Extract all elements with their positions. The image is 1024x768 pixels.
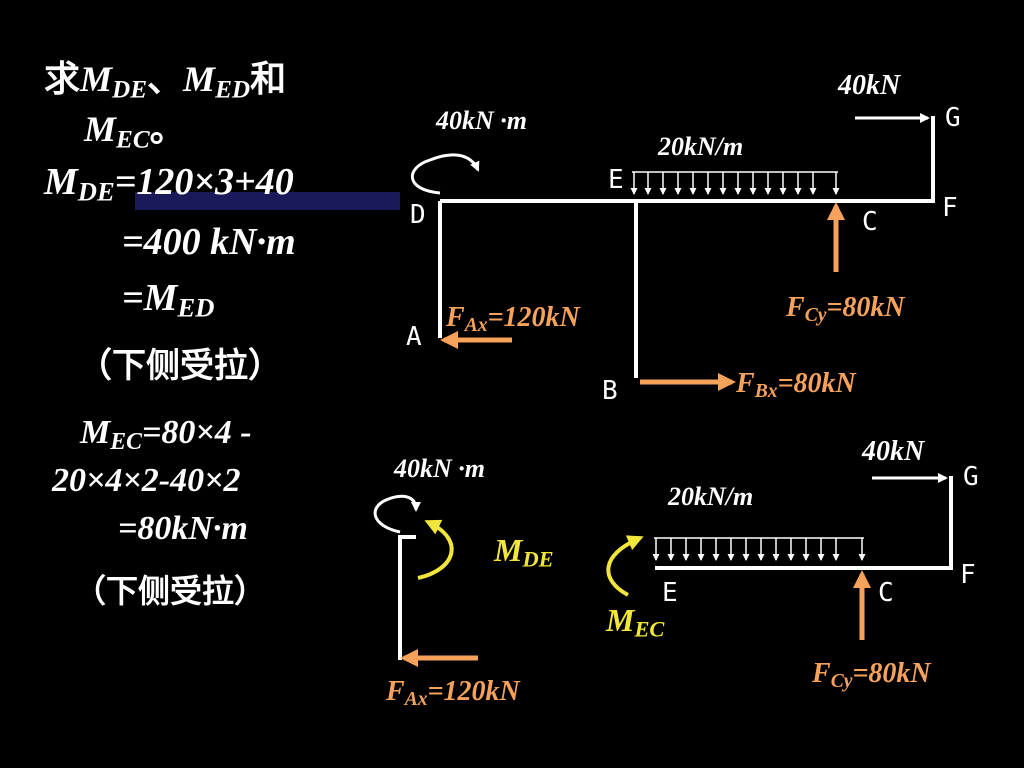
bottom-node-label-e: E: [662, 578, 678, 608]
node-label-g: G: [945, 103, 961, 133]
node-label-d: D: [410, 200, 426, 230]
top-force-g-label: 40kN: [838, 70, 901, 101]
question-line-1: 求MDE、MED和: [44, 59, 287, 104]
node-label-c: C: [862, 207, 878, 237]
bottom-force-g-label: 40kN: [862, 436, 925, 467]
top-frame: [438, 116, 935, 378]
question-line-2: MEC。: [84, 109, 186, 154]
mec-moment-arrow: [606, 535, 644, 597]
equation-mec-result: =80kN·m: [118, 510, 248, 547]
bottom-distributed-load: [652, 537, 866, 561]
top-dist-load-label: 20kN/m: [658, 132, 744, 161]
bottom-node-label-f: F: [960, 560, 976, 590]
top-fbx-label: FBx=80kN: [736, 368, 856, 402]
equation-mde: MDE=120×3+40: [44, 161, 294, 207]
bottom-left-fax-label: FAx=120kN: [386, 676, 520, 710]
bottom-node-label-c: C: [878, 578, 894, 608]
top-fcy-label: FCy=80kN: [786, 292, 905, 326]
node-label-e: E: [608, 165, 624, 195]
node-label-b: B: [602, 376, 618, 406]
bottom-node-label-g: G: [963, 462, 979, 492]
equation-mec: MEC=80×4 -: [80, 414, 252, 455]
equation-mec-terms: 20×4×2-40×2: [52, 462, 241, 499]
tension-note-2: （下侧受拉）: [74, 572, 267, 610]
top-distributed-load: [630, 171, 840, 195]
bottom-moment-label: 40kN ·m: [394, 454, 485, 483]
bottom-left-member: [398, 535, 416, 660]
mde-moment-arrow: [417, 519, 454, 580]
equation-mde-result: =400 kN·m: [122, 221, 296, 263]
tension-note-1: （下侧受拉）: [78, 346, 282, 386]
bottom-right-frame: [655, 476, 953, 570]
equation-highlight: [135, 192, 400, 210]
mde-label: MDE: [494, 532, 554, 572]
top-moment-label: 40kN ·m: [436, 106, 527, 135]
top-fax-label: FAx=120kN: [446, 302, 580, 336]
node-label-a: A: [406, 322, 422, 352]
node-label-f: F: [942, 193, 958, 223]
top-moment-arrow: [411, 153, 480, 195]
bottom-fcy-label: FCy=80kN: [812, 658, 931, 692]
equation-med: =MED: [122, 277, 215, 323]
bottom-moment-arrow: [373, 494, 421, 534]
bottom-dist-load-label: 20kN/m: [668, 482, 754, 511]
mec-label: MEC: [606, 602, 665, 642]
